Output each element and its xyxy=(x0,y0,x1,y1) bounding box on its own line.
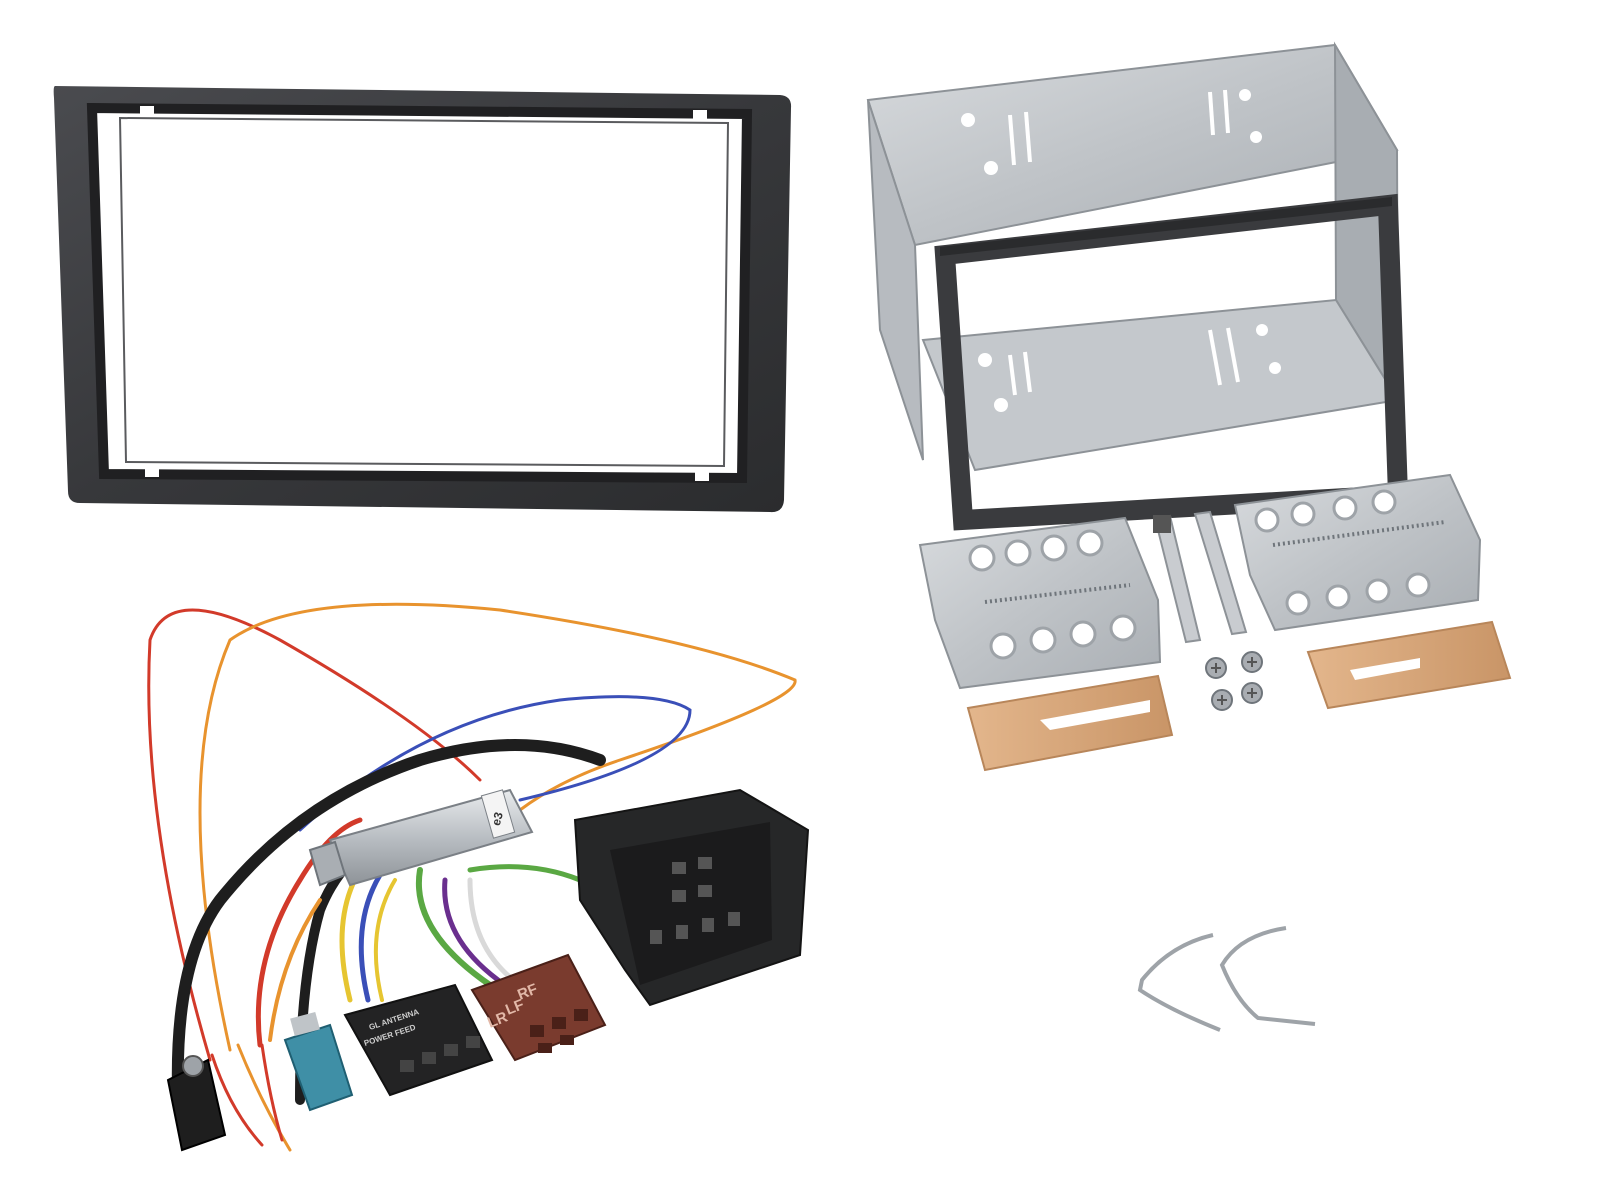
side-bracket-left xyxy=(918,516,1162,690)
loose-wire-ends xyxy=(210,1043,292,1152)
antenna-connector-din xyxy=(166,1055,227,1152)
iso-connector-speaker: RF LF LR xyxy=(470,953,607,1062)
speaker-plug-lr: LR xyxy=(485,1008,510,1031)
side-bracket-right xyxy=(1233,473,1482,632)
screw-icon xyxy=(1205,651,1263,711)
speaker-plug-rf: RF xyxy=(515,980,540,1003)
copper-clip-right xyxy=(1306,620,1512,710)
antenna-adapter-mark: e3 xyxy=(489,810,506,827)
iso-connector-power: GL ANTENNA POWER FEED xyxy=(343,983,494,1097)
release-key-1 xyxy=(1153,514,1202,644)
antenna-connector-fakra xyxy=(283,1011,354,1112)
vehicle-connector xyxy=(573,788,810,1007)
mounting-cage xyxy=(866,41,1409,531)
speaker-plug-lf: LF xyxy=(503,996,526,1019)
release-key-2 xyxy=(1193,510,1248,636)
copper-clip-left xyxy=(966,674,1174,772)
fascia-panel xyxy=(53,86,792,513)
removal-tool-1 xyxy=(1137,933,1221,1032)
removal-tool-2 xyxy=(1219,926,1316,1026)
antenna-adapter: e3 xyxy=(308,788,534,887)
